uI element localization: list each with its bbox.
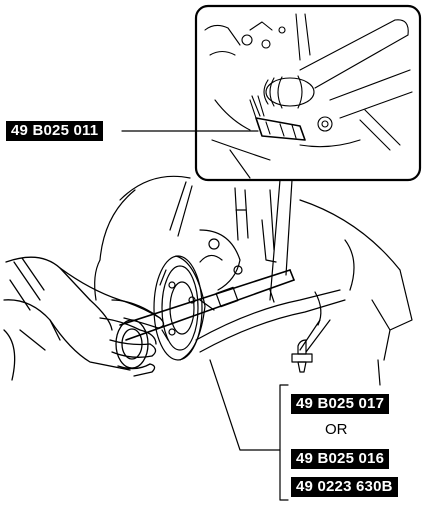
tool-label-c: 49 0223 630B — [291, 477, 398, 497]
tool-label-a: 49 B025 017 — [291, 394, 390, 414]
tool-label-b: 49 B025 016 — [291, 449, 390, 469]
detail-inset — [194, 4, 422, 182]
tool-label-top: 49 B025 011 — [6, 121, 104, 141]
label-bracket — [209, 359, 289, 501]
puller-tool — [119, 269, 295, 341]
or-text: OR — [325, 421, 348, 438]
inset-connector-right — [285, 179, 293, 276]
wheel-well — [94, 175, 413, 386]
inset-connector-left — [269, 179, 281, 301]
wheel-hub — [153, 255, 206, 361]
hand — [3, 256, 165, 381]
